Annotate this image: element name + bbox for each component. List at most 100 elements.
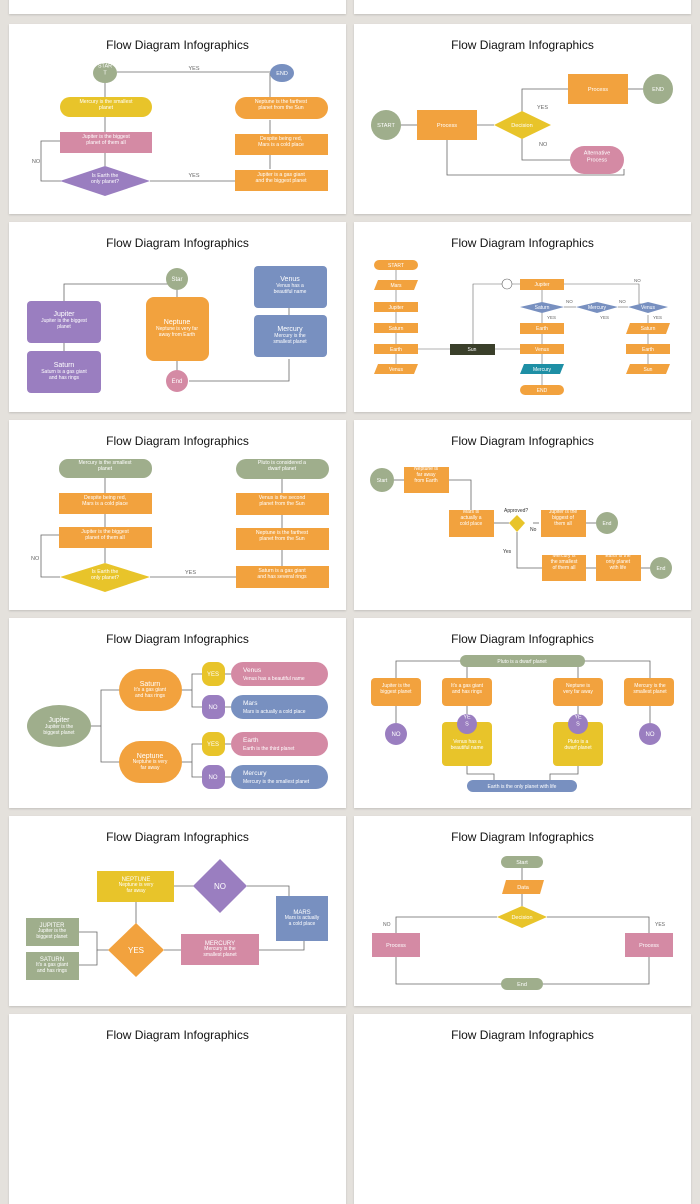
- earth-decision: [60, 166, 150, 196]
- no-label: NO: [539, 142, 548, 148]
- mars-title: Mars: [243, 700, 258, 707]
- end-node: [501, 978, 543, 990]
- mercury2-label: Mercury: [588, 305, 607, 311]
- slide-5[interactable]: Flow Diagram Infographics Mercury is the…: [9, 420, 346, 610]
- no-label-2: NO: [209, 775, 218, 781]
- star-node: [166, 268, 188, 290]
- end-label: End: [517, 982, 527, 988]
- start-label: Start: [377, 478, 388, 484]
- mars-label: Mars: [390, 283, 402, 289]
- pluto-node: [236, 459, 329, 479]
- jupiter-node: [60, 132, 152, 153]
- slide-6[interactable]: Flow Diagram Infographics Start Neptune …: [354, 420, 691, 610]
- slide-4[interactable]: Flow Diagram Infographics: [354, 222, 691, 412]
- slide-2[interactable]: Flow Diagram Infographics START Process …: [354, 24, 691, 214]
- jupiter-title: Jupiter: [48, 717, 70, 724]
- venus-node: [231, 662, 328, 686]
- mars-node: [276, 896, 328, 941]
- edges: [395, 660, 651, 780]
- process-node-2: [625, 933, 673, 957]
- mercury-node: [59, 459, 152, 478]
- decision-node: [494, 111, 551, 139]
- neptune-title: Neptune: [137, 753, 164, 760]
- saturn3-node: [626, 323, 670, 334]
- neptune-node: [553, 678, 603, 706]
- saturn-node: [119, 669, 182, 711]
- mercury-node: [624, 678, 674, 706]
- end-node: [270, 64, 294, 82]
- no-label-1: NO: [392, 732, 401, 738]
- end-node-2: [650, 557, 672, 579]
- slide-10[interactable]: Flow Diagram Infographics Start Data Dec…: [354, 816, 691, 1006]
- neptune-node: [404, 467, 449, 493]
- saturn-node: [374, 323, 418, 333]
- saturn-node: [236, 566, 329, 588]
- saturn2-decision: [520, 302, 564, 313]
- slide-partial-top-right: [354, 0, 691, 14]
- venus2-decision: [628, 302, 668, 313]
- jupiter-node: [26, 918, 79, 946]
- saturn-node: [26, 952, 79, 980]
- no-label: NO: [383, 922, 391, 928]
- edges: [63, 283, 290, 382]
- slide-8[interactable]: Flow Diagram Infographics Pluto is a dwa…: [354, 618, 691, 808]
- slide-partial-bottom-right[interactable]: Flow Diagram Infographics: [354, 1014, 691, 1204]
- end-label: End: [172, 379, 183, 385]
- slide-title: Flow Diagram Infographics: [451, 632, 594, 646]
- nodes: [374, 260, 670, 395]
- slide-7[interactable]: Flow Diagram Infographics Jupiter Jupite…: [9, 618, 346, 808]
- yes-label-2: YES: [207, 742, 219, 748]
- saturn3-label: Saturn: [641, 326, 656, 332]
- slide-9[interactable]: Flow Diagram Infographics JUPITER Jupite…: [9, 816, 346, 1006]
- yes-label-bottom: YES: [188, 173, 199, 179]
- start-label: START: [377, 123, 395, 129]
- neptune-node: [119, 741, 182, 783]
- end-label: END: [537, 388, 548, 394]
- process-node-1: [417, 110, 477, 140]
- no-label: NO: [214, 882, 226, 891]
- slide-partial-top-left: [9, 0, 346, 14]
- slide-3[interactable]: Flow Diagram Infographics Star End Jupit…: [9, 222, 346, 412]
- decision-label: Decision: [511, 915, 532, 921]
- no-badge-1: [202, 695, 225, 719]
- star-label: Star: [171, 277, 182, 283]
- no-label-1: NO: [566, 299, 573, 304]
- no-badge-2: [202, 765, 225, 789]
- decision-node: [497, 906, 547, 928]
- slide-title: Flow Diagram Infographics: [451, 1028, 594, 1042]
- process-label-2: Process: [588, 87, 608, 93]
- start-node: [371, 110, 401, 140]
- neptune-title: Neptune: [164, 319, 191, 326]
- sun-node: [450, 344, 495, 355]
- no-label: NO: [31, 556, 40, 562]
- jupiter-title: JUPITER: [39, 923, 65, 929]
- slide-title: Flow Diagram Infographics: [106, 1028, 249, 1042]
- yes-label-3: YES: [653, 315, 662, 320]
- slide-partial-bottom-left[interactable]: Flow Diagram Infographics: [9, 1014, 346, 1204]
- no-label-2: NO: [646, 732, 655, 738]
- start-node: [501, 856, 543, 868]
- yes-label-top: YES: [188, 66, 199, 72]
- end-label: END: [652, 87, 664, 93]
- earth-node: [467, 780, 577, 792]
- earth-node: [596, 555, 641, 581]
- jupiter-node: [27, 301, 101, 343]
- yes-label-1: YES: [547, 315, 556, 320]
- mercury3-node: [520, 364, 564, 374]
- mercury-node: [254, 315, 327, 357]
